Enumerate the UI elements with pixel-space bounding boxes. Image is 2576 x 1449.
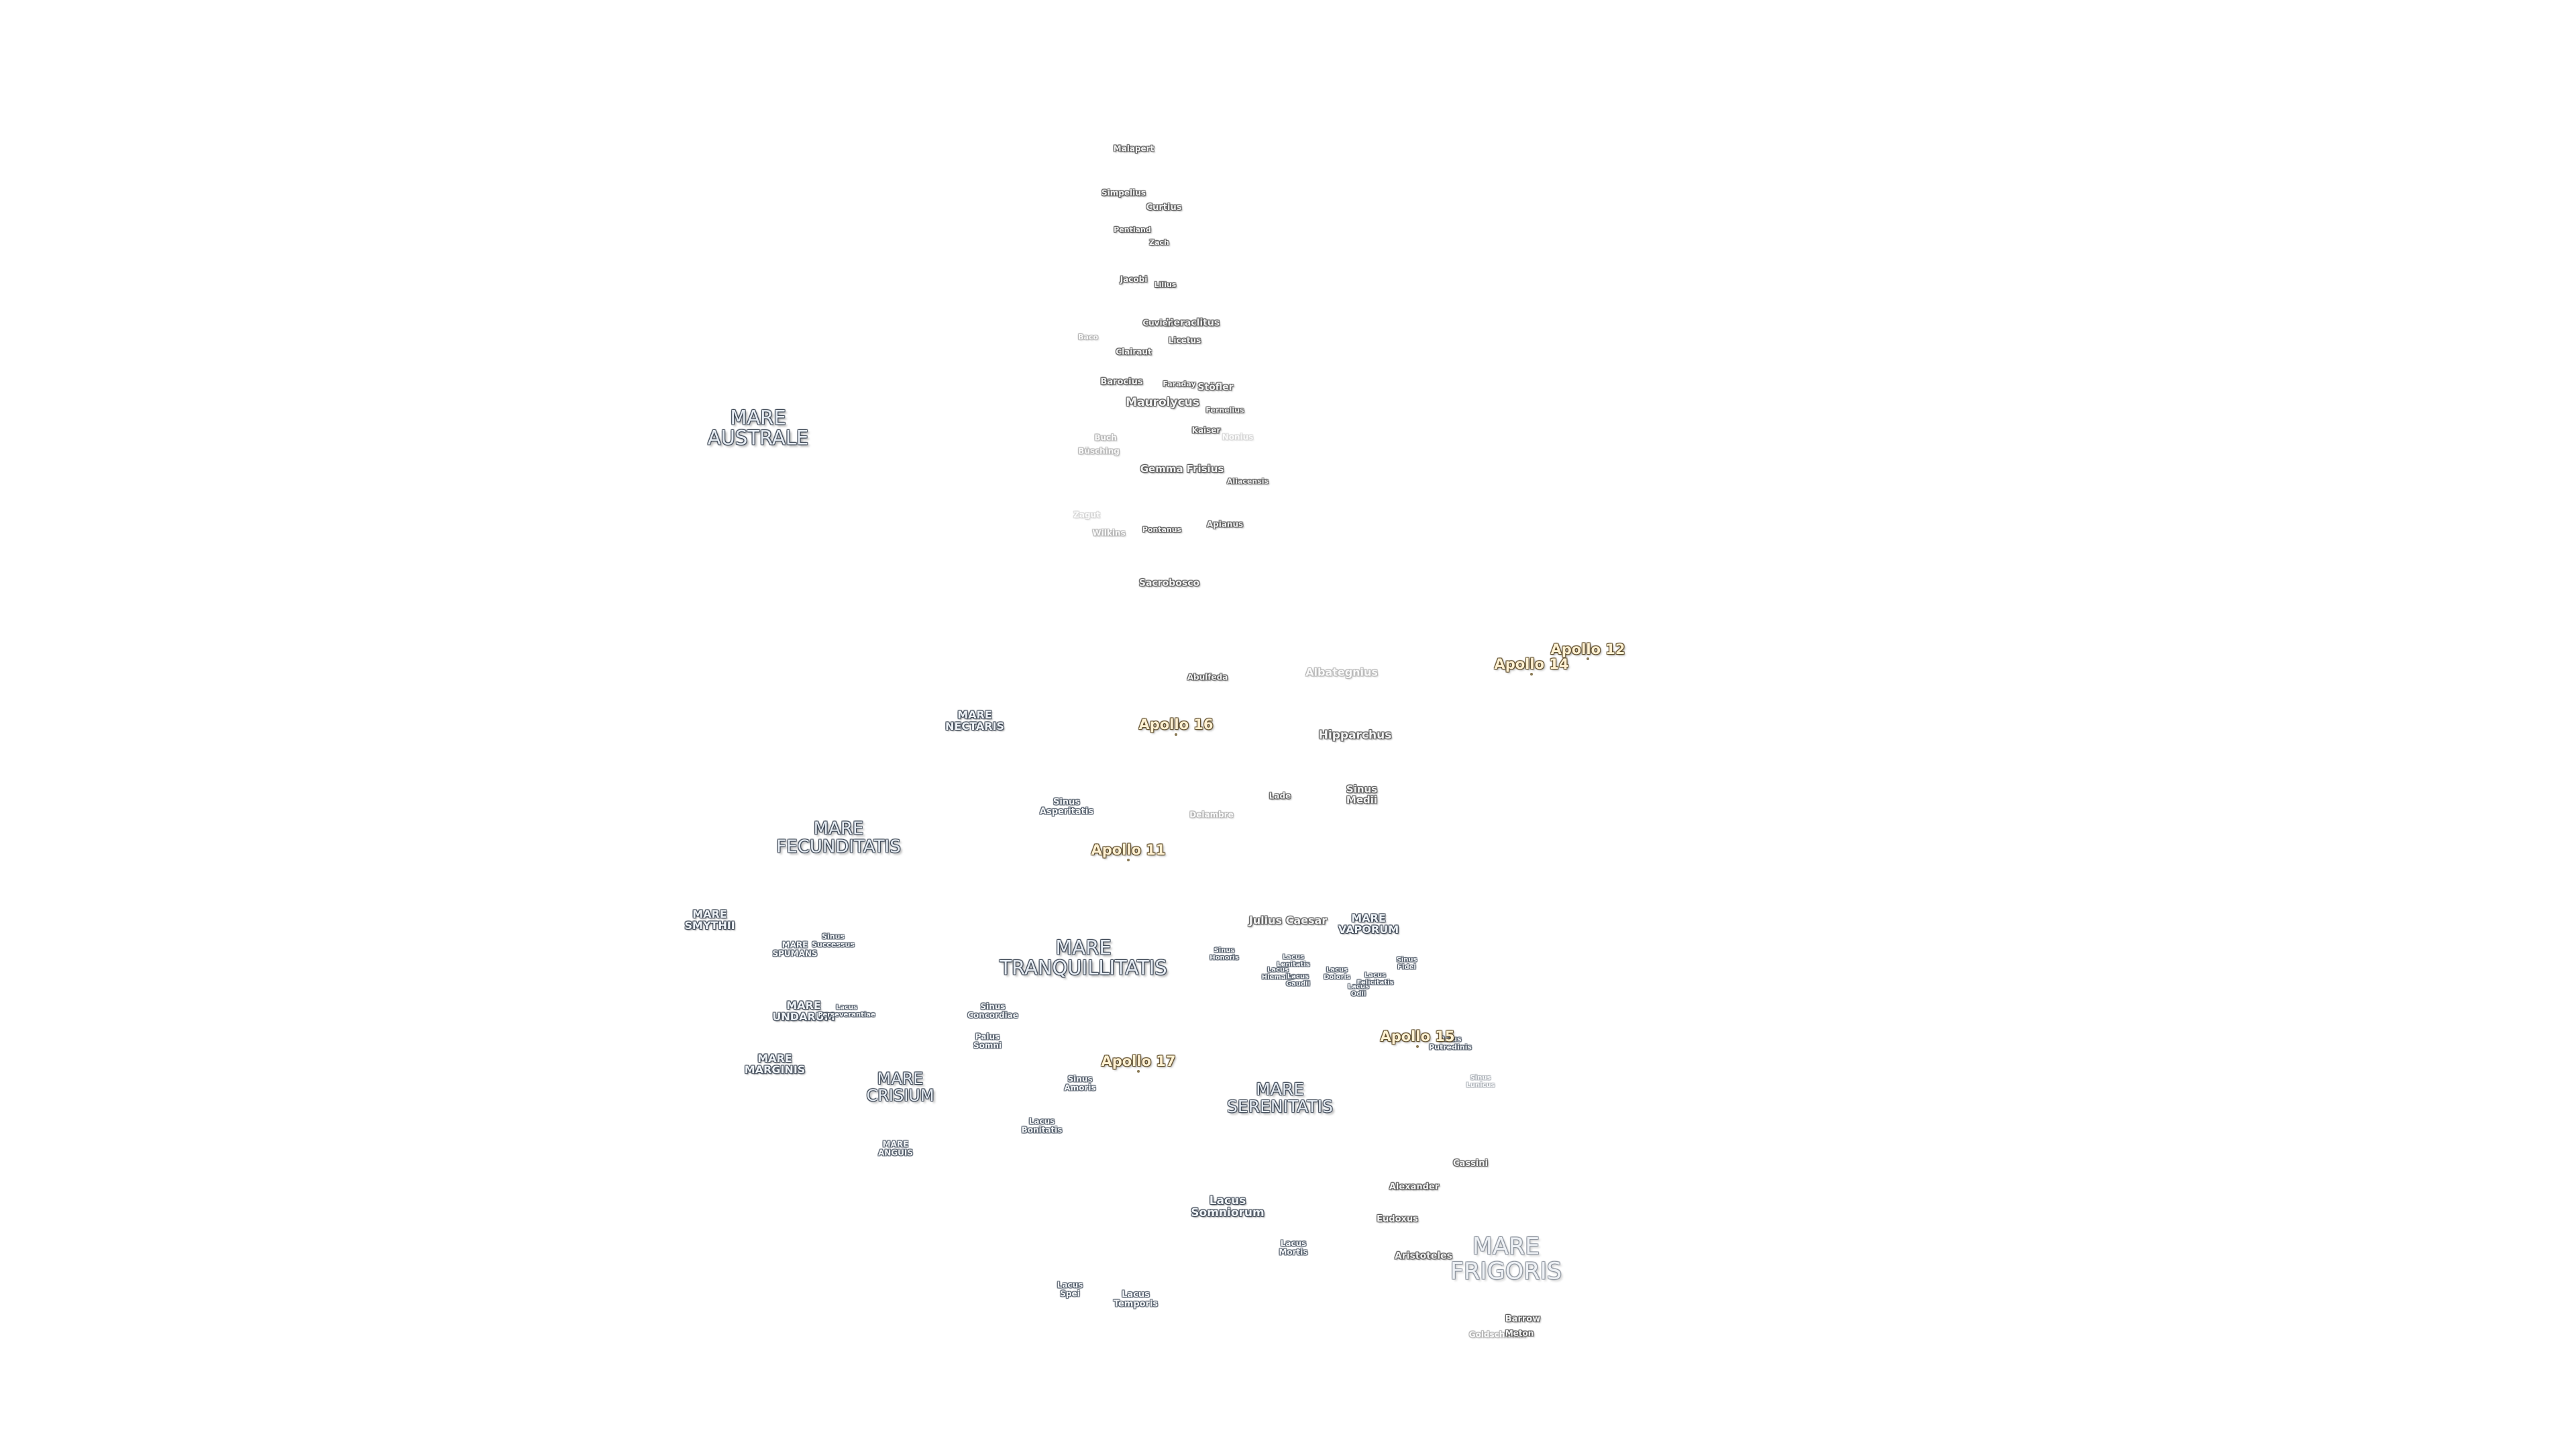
mare-marginis[interactable]: MARE MARGINIS bbox=[744, 1052, 806, 1076]
crater-eudoxus[interactable]: Eudoxus bbox=[1377, 1214, 1418, 1225]
sinus-fidei[interactable]: Sinus Fidei bbox=[1396, 956, 1417, 971]
crater-cassini[interactable]: Cassini bbox=[1453, 1159, 1488, 1169]
crater-lade[interactable]: Lade bbox=[1269, 791, 1291, 801]
lacus-somniorum[interactable]: Lacus Somniorum bbox=[1191, 1194, 1265, 1220]
crater-heraclitus[interactable]: Heraclitus bbox=[1165, 317, 1220, 329]
mare-anguis[interactable]: MARE ANGUIS bbox=[877, 1139, 914, 1157]
mare-australe[interactable]: MARE AUSTRALE bbox=[707, 406, 809, 449]
mare-serenitatis[interactable]: MARE SERENITATIS bbox=[1227, 1079, 1333, 1116]
mare-fecunditatis[interactable]: MARE FECUNDITATIS bbox=[776, 818, 901, 857]
mare-tranquillitatis[interactable]: MARE TRANQUILLITATIS bbox=[1000, 936, 1167, 979]
mare-undarum[interactable]: MARE UNDARUM bbox=[772, 999, 835, 1023]
apollo-15-label[interactable]: Apollo 15 bbox=[1380, 1028, 1455, 1044]
sinus-lunicus[interactable]: Sinus Lunicus bbox=[1466, 1074, 1495, 1089]
crater-faraday[interactable]: Faraday bbox=[1163, 380, 1196, 389]
apollo-11-label[interactable]: Apollo 11 bbox=[1091, 841, 1166, 858]
crater-licetus[interactable]: Licetus bbox=[1168, 335, 1201, 345]
lacus-spei[interactable]: Lacus Spei bbox=[1057, 1280, 1083, 1298]
crater-pentland[interactable]: Pentland bbox=[1114, 225, 1151, 235]
crater-hipparchus[interactable]: Hipparchus bbox=[1318, 729, 1392, 743]
crater-wilkins[interactable]: Wilkins bbox=[1092, 528, 1126, 538]
crater-barrow[interactable]: Barrow bbox=[1505, 1314, 1541, 1325]
crater-meton[interactable]: Meton bbox=[1505, 1328, 1534, 1338]
apollo-12-marker bbox=[1587, 657, 1589, 660]
crater-lilius[interactable]: Lilius bbox=[1154, 280, 1177, 290]
apollo-11-marker bbox=[1127, 859, 1130, 861]
crater-zach[interactable]: Zach bbox=[1149, 238, 1169, 248]
lacus-doloris[interactable]: Lacus Doloris bbox=[1324, 966, 1350, 981]
crater-malapert[interactable]: Malapert bbox=[1113, 144, 1155, 154]
crater-kaiser[interactable]: Kaiser bbox=[1191, 425, 1221, 435]
palus-somni[interactable]: Palus Somni bbox=[973, 1032, 1002, 1050]
mare-spumans[interactable]: MARE SPUMANS bbox=[772, 940, 818, 958]
mare-smythii[interactable]: MARE SMYTHII bbox=[684, 908, 735, 932]
apollo-17-marker bbox=[1137, 1070, 1140, 1073]
sinus-medii[interactable]: Sinus Medii bbox=[1346, 783, 1378, 806]
sinus-amoris[interactable]: Sinus Amoris bbox=[1064, 1074, 1096, 1092]
crater-fernelius[interactable]: Fernelius bbox=[1205, 406, 1244, 415]
crater-maurolycus[interactable]: Maurolycus bbox=[1126, 396, 1199, 410]
crater-abulfeda[interactable]: Abulfeda bbox=[1187, 672, 1228, 682]
lacus-odii[interactable]: Lacus Odii bbox=[1347, 983, 1370, 998]
crater-apianus[interactable]: Apianus bbox=[1206, 519, 1244, 529]
apollo-16-label[interactable]: Apollo 16 bbox=[1138, 716, 1214, 733]
sinus-concordiae[interactable]: Sinus Concordiae bbox=[967, 1002, 1018, 1020]
mare-vaporum[interactable]: MARE VAPORUM bbox=[1338, 912, 1399, 936]
lacus-mortis[interactable]: Lacus Mortis bbox=[1279, 1238, 1308, 1256]
crater-barocius[interactable]: Barocius bbox=[1100, 377, 1143, 388]
sinus-successus[interactable]: Sinus Successus bbox=[812, 932, 855, 949]
crater-gemma-frisius[interactable]: Gemma Frisius bbox=[1140, 463, 1224, 476]
crater-aliacensis[interactable]: Aliacensis bbox=[1226, 477, 1269, 486]
crater-stofler[interactable]: Stöfler bbox=[1197, 382, 1234, 393]
lacus-bonitatis[interactable]: Lacus Bonitatis bbox=[1021, 1116, 1063, 1134]
crater-alexander[interactable]: Alexander bbox=[1389, 1182, 1440, 1193]
lacus-perseverantiae[interactable]: Lacus Perseverantiae bbox=[818, 1004, 875, 1018]
palus-putredinis[interactable]: Palus Putredinis bbox=[1429, 1034, 1472, 1051]
lacus-hiemalis[interactable]: Lacus Hiemalis bbox=[1261, 966, 1295, 981]
lacus-felicitatis[interactable]: Lacus Felicitatis bbox=[1356, 971, 1394, 986]
crater-aristoteles[interactable]: Aristoteles bbox=[1395, 1250, 1452, 1262]
crater-albategnius[interactable]: Albategnius bbox=[1305, 665, 1378, 679]
apollo-14-marker bbox=[1530, 673, 1533, 676]
crater-julius-caesar[interactable]: Julius Caesar bbox=[1248, 914, 1328, 927]
crater-jacobi[interactable]: Jacobi bbox=[1120, 274, 1148, 284]
crater-nonius[interactable]: Nonius bbox=[1222, 432, 1254, 442]
crater-buesching[interactable]: Büsching bbox=[1078, 446, 1120, 456]
apollo-16-marker bbox=[1175, 733, 1177, 736]
crater-sacrobosco[interactable]: Sacrobosco bbox=[1138, 578, 1200, 589]
crater-delambre[interactable]: Delambre bbox=[1189, 810, 1234, 820]
apollo-17-label[interactable]: Apollo 17 bbox=[1101, 1053, 1176, 1069]
apollo-15-marker bbox=[1416, 1045, 1419, 1048]
crater-clairaut[interactable]: Clairaut bbox=[1116, 347, 1152, 357]
crater-baco[interactable]: Baco bbox=[1078, 333, 1098, 342]
mare-crisium[interactable]: MARE CRISIUM bbox=[866, 1069, 934, 1105]
crater-buch[interactable]: Buch bbox=[1094, 433, 1117, 443]
sinus-honoris[interactable]: Sinus Honoris bbox=[1210, 947, 1239, 961]
apollo-12-label[interactable]: Apollo 12 bbox=[1550, 641, 1625, 657]
mare-nectaris[interactable]: MARE NECTARIS bbox=[945, 708, 1004, 733]
sinus-asperitatis[interactable]: Sinus Asperitatis bbox=[1039, 797, 1094, 816]
mare-frigoris[interactable]: MARE FRIGORIS bbox=[1450, 1233, 1562, 1285]
lacus-lenitatis[interactable]: Lacus Lenitatis bbox=[1277, 953, 1310, 968]
crater-cuvier[interactable]: Cuvier bbox=[1142, 318, 1172, 328]
crater-simpelius[interactable]: Simpelius bbox=[1102, 188, 1146, 198]
crater-pontanus[interactable]: Pontanus bbox=[1142, 525, 1182, 535]
lacus-temporis[interactable]: Lacus Temporis bbox=[1113, 1289, 1159, 1309]
apollo-14-label[interactable]: Apollo 14 bbox=[1494, 655, 1569, 672]
crater-zagut[interactable]: Zagut bbox=[1073, 510, 1100, 520]
crater-goldschmidt[interactable]: Goldschmidt bbox=[1468, 1330, 1526, 1340]
lacus-gaudii[interactable]: Lacus Gaudii bbox=[1285, 973, 1311, 987]
crater-curtius[interactable]: Curtius bbox=[1146, 203, 1182, 213]
